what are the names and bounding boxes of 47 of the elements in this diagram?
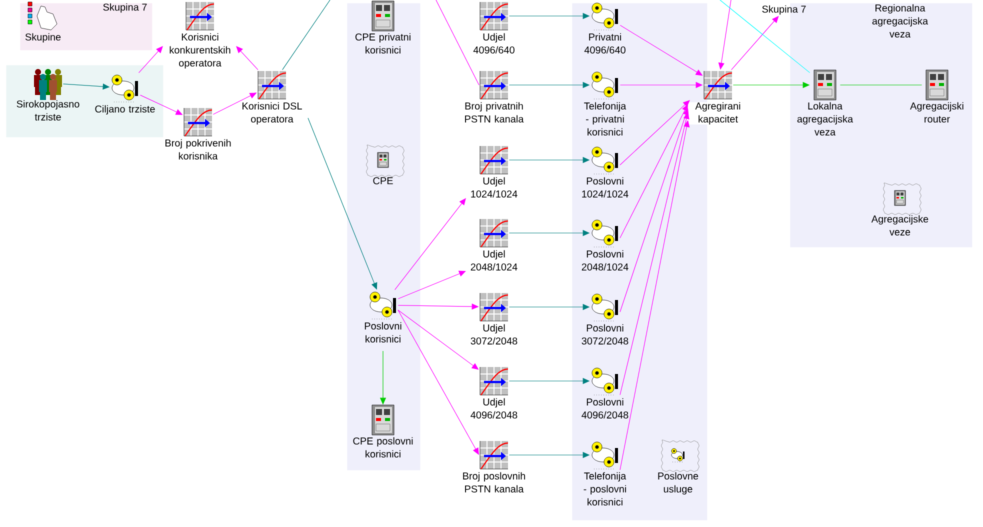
- node-label: Skupina 7: [762, 5, 806, 15]
- connector-line: [436, 0, 480, 86]
- node-label: Udjel 2048/1024: [470, 250, 518, 271]
- node-label: Poslovni 1024/1024: [582, 177, 628, 198]
- arrow: [620, 112, 690, 396]
- node-label: Broj poslovnih PSTN kanala: [463, 472, 526, 493]
- connector-line: [720, 0, 810, 73]
- arrow: [236, 46, 258, 70]
- node-label: Telefonija - poslovni korisnici: [584, 472, 626, 506]
- node-label: Telefonija - privatni korisnici: [584, 102, 626, 136]
- arrow: [138, 46, 163, 74]
- group-panel: [347, 3, 420, 470]
- node-label: CPE privatni korisnici: [355, 33, 410, 54]
- node-label: Udjel 3072/2048: [470, 324, 518, 345]
- node-label: Korisnici konkurentskih operatora: [170, 33, 230, 69]
- node-label: Udjel 1024/1024: [471, 177, 518, 198]
- arrow: [620, 104, 688, 238]
- node-label: Korisnici DSL operatora: [242, 102, 302, 125]
- node-label: Agregacijski router: [910, 102, 964, 123]
- node-label: Poslovne usluge: [658, 472, 698, 494]
- node-label: Broj pokrivenih korisnika: [165, 139, 231, 160]
- arrow: [620, 120, 690, 470]
- connector-line: [282, 0, 330, 70]
- arrow: [394, 198, 466, 290]
- arrow: [398, 270, 466, 300]
- node-label: Lokalna agregacijska veza: [797, 102, 854, 136]
- node-label: CPE: [373, 177, 393, 184]
- node-label: Broj privatnih PSTN kanala: [465, 102, 524, 123]
- node-label: Poslovni 3072/2048: [582, 324, 628, 345]
- node-label: Agregirani kapacitet: [687, 102, 749, 125]
- node-label: Poslovni korisnici: [364, 322, 402, 343]
- arrow: [398, 310, 479, 455]
- connector-line: [840, 84, 922, 86]
- node-label: Privatni 4096/640: [584, 33, 626, 54]
- node-label: Udjel 4096/2048: [470, 398, 518, 419]
- node-label: Poslovni 2048/1024: [582, 250, 628, 271]
- node-label: Ciljano trziste: [95, 105, 155, 115]
- node-label: Skupina 7: [103, 3, 147, 13]
- arrow: [620, 100, 690, 166]
- group-panel: [20, 3, 152, 50]
- node-label: Sirokopojasno trziste: [16, 100, 80, 121]
- node-label: Agregacijske veze: [871, 215, 928, 236]
- node-label: Skupine: [25, 33, 61, 43]
- node-label: Udjel 4096/640: [473, 33, 514, 54]
- node-label: CPE poslovni korisnici: [353, 437, 413, 458]
- node-label: Poslovni 4096/2048: [582, 398, 628, 419]
- arrow: [620, 108, 689, 312]
